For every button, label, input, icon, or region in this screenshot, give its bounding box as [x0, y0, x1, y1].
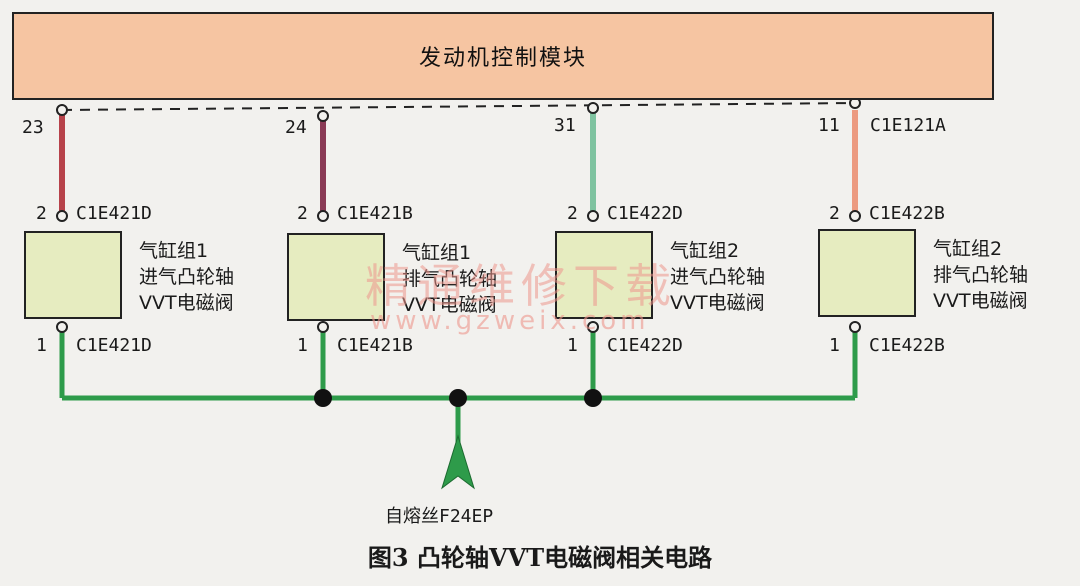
valve-name-line: VVT电磁阀	[933, 290, 1028, 312]
valve-name-line: 气缸组1	[402, 242, 472, 264]
valve-name-line: 排气凸轮轴	[933, 264, 1029, 286]
valve-top-terminal	[849, 210, 861, 222]
valve-bottom-connector: C1E421D	[76, 335, 152, 356]
engine-control-module: 发动机控制模块	[12, 12, 994, 100]
splice-dot	[449, 389, 467, 407]
valve-name-line: 进气凸轮轴	[670, 266, 766, 288]
valve-top-connector: C1E421D	[76, 203, 152, 224]
valve-label: 气缸组2 排气凸轮轴 VVT电磁阀	[933, 236, 1028, 314]
valve-top-connector: C1E421B	[337, 203, 413, 224]
vvt-solenoid-bank1-exhaust	[287, 233, 385, 321]
ecm-shield-dashed-line	[61, 102, 856, 111]
ecm-pin-terminal	[317, 110, 329, 122]
valve-top-connector: C1E422D	[607, 203, 683, 224]
ecm-pin-number: 11	[818, 115, 840, 136]
valve-top-terminal	[317, 210, 329, 222]
splice-dot	[314, 389, 332, 407]
valve-label: 气缸组2 进气凸轮轴 VVT电磁阀	[670, 238, 765, 316]
valve-top-terminal	[56, 210, 68, 222]
valve-name-line: VVT电磁阀	[139, 292, 234, 314]
valve-name-line: 排气凸轮轴	[402, 268, 498, 290]
ecm-label: 发动机控制模块	[418, 46, 587, 71]
vvt-solenoid-bank2-exhaust	[818, 229, 916, 317]
valve-bottom-connector: C1E422D	[607, 335, 683, 356]
figure-caption: 图3 凸轮轴VVT电磁阀相关电路	[367, 543, 713, 572]
valve-bottom-terminal	[317, 321, 329, 333]
valve-name-line: VVT电磁阀	[670, 292, 765, 314]
valve-name-line: 气缸组1	[139, 240, 209, 262]
valve-bottom-terminal	[56, 321, 68, 333]
fuse-label: 自熔丝F24EP	[385, 506, 494, 527]
valve-top-pin: 2	[297, 203, 308, 224]
ecm-pin-number: 23	[22, 117, 44, 138]
ecm-pin-terminal	[587, 102, 599, 114]
valve-bottom-pin: 1	[297, 335, 308, 356]
watermark-url: www.gzweix.com	[370, 306, 650, 336]
ecm-pin-terminal	[56, 104, 68, 116]
watermark-text: 精通维修下载	[365, 259, 677, 313]
fuse-arrow-icon	[441, 434, 475, 490]
valve-top-pin: 2	[829, 203, 840, 224]
ecm-pin-number: 31	[554, 115, 576, 136]
valve-bottom-pin: 1	[36, 335, 47, 356]
ecm-connector-label: C1E121A	[870, 115, 946, 136]
valve-top-pin: 2	[567, 203, 578, 224]
valve-top-pin: 2	[36, 203, 47, 224]
valve-name-line: 气缸组2	[933, 238, 1003, 260]
valve-label: 气缸组1 排气凸轮轴 VVT电磁阀	[402, 240, 497, 318]
valve-bottom-terminal	[587, 321, 599, 333]
splice-dot	[584, 389, 602, 407]
valve-bottom-pin: 1	[567, 335, 578, 356]
vvt-solenoid-bank1-intake	[24, 231, 122, 319]
valve-bottom-terminal	[849, 321, 861, 333]
valve-name-line: 进气凸轮轴	[139, 266, 235, 288]
valve-top-terminal	[587, 210, 599, 222]
ecm-pin-number: 24	[285, 117, 307, 138]
valve-label: 气缸组1 进气凸轮轴 VVT电磁阀	[139, 238, 234, 316]
valve-top-connector: C1E422B	[869, 203, 945, 224]
valve-bottom-connector: C1E422B	[869, 335, 945, 356]
valve-name-line: VVT电磁阀	[402, 294, 497, 316]
valve-bottom-pin: 1	[829, 335, 840, 356]
vvt-solenoid-bank2-intake	[555, 231, 653, 319]
valve-bottom-connector: C1E421B	[337, 335, 413, 356]
valve-name-line: 气缸组2	[670, 240, 740, 262]
